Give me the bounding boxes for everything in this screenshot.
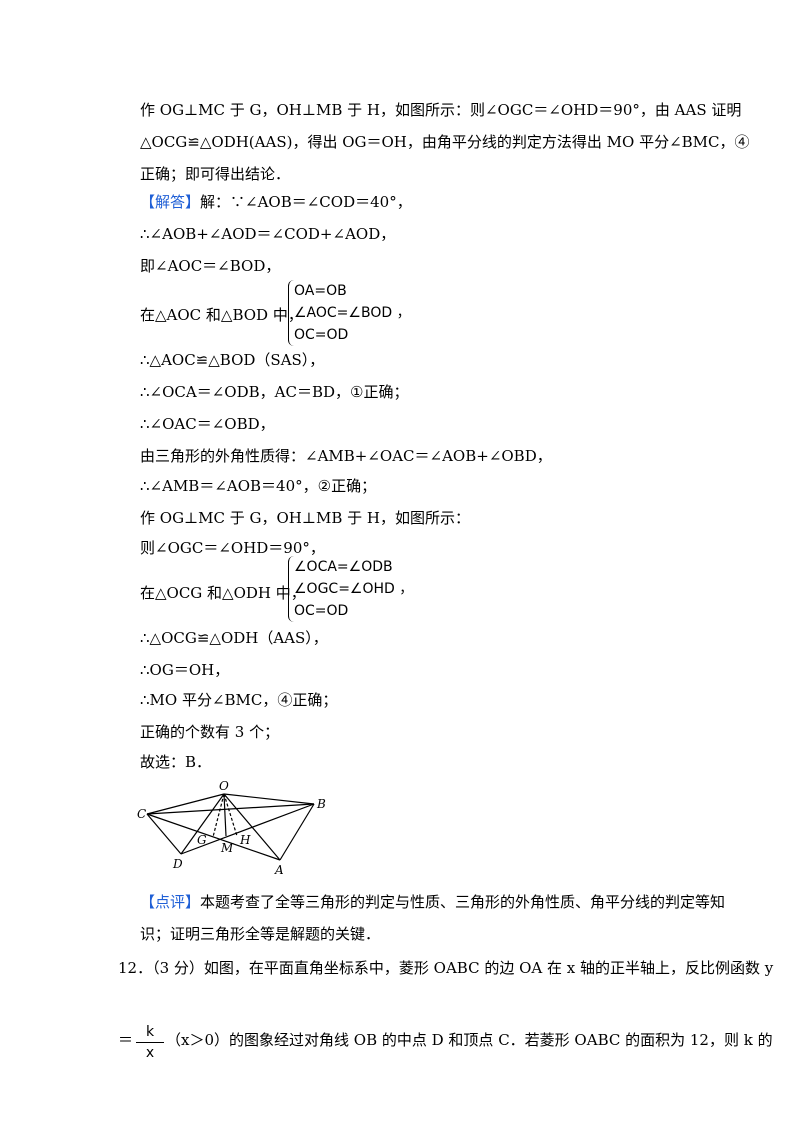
system-2-row-3: OC=OD (294, 603, 349, 619)
answer-tag: 【解答】 (140, 193, 201, 211)
segment-cb (146, 803, 315, 815)
system-1-row-2: ∠AOC=∠BOD ， (294, 302, 411, 324)
answer-text: 解：∵∠AOB＝∠COD＝40°， (200, 193, 412, 211)
line-9: ∴∠OCA＝∠ODB，AC＝BD，①正确； (140, 383, 409, 401)
system-2-row-2: ∠OGC=∠OHD ， (294, 578, 413, 600)
segment-cd (146, 813, 182, 855)
segment-ca (146, 813, 281, 861)
label-a: A (274, 863, 284, 877)
line-14: 则∠OGC＝∠OHD＝90°， (140, 539, 325, 557)
system-2-row-2-text: ∠OGC=∠OHD (294, 581, 395, 597)
label-b: B (316, 797, 326, 811)
fraction-denominator: x (145, 1045, 155, 1061)
line-2: △OCG≌△ODH(AAS)，得出 OG＝OH，由角平分线的判定方法得出 MO … (140, 133, 750, 151)
line-3: 正确；即可得出结论． (140, 165, 291, 183)
segment-og (212, 793, 225, 838)
answer-line: 【解答】解：∵∠AOB＝∠COD＝40°， (140, 192, 412, 212)
line-19: 正确的个数有 3 个； (140, 723, 280, 741)
geometry-figure: O C B G H M D A (137, 779, 326, 877)
system-1-brace (288, 280, 295, 346)
segment-co (146, 793, 225, 815)
segment-db (180, 803, 315, 855)
question-12-eq-sign: ＝ (118, 1031, 134, 1049)
segment-oh (223, 793, 238, 837)
line-1: 作 OG⊥MC 于 G，OH⊥MB 于 H，如图所示：则∠OGC＝∠OHD＝90… (140, 101, 742, 119)
fraction-k-over-x: k x (136, 1024, 164, 1061)
label-g: G (197, 833, 207, 847)
label-c: C (137, 807, 146, 821)
question-12-line-1: 12．（3 分）如图，在平面直角坐标系中，菱形 OABC 的边 OA 在 x 轴… (118, 959, 774, 977)
label-d: D (172, 857, 183, 871)
system-2-comma: ， (399, 581, 414, 597)
line-16: ∴△OCG≌△ODH（AAS）， (140, 629, 328, 647)
comment-text: 本题考查了全等三角形的判定与性质、三角形的外角性质、角平分线的判定等知 (200, 893, 726, 911)
system-1-label: 在△AOC 和△BOD 中， (140, 306, 303, 324)
segment-oa (223, 793, 281, 861)
fraction-bar (136, 1042, 164, 1043)
label-h: H (239, 833, 251, 847)
line-22: 识；证明三角形全等是解题的关键． (140, 925, 381, 943)
line-18: ∴MO 平分∠BMC，④正确； (140, 691, 338, 709)
line-10: ∴∠OAC＝∠OBD， (140, 415, 275, 433)
system-1-row-2-text: ∠AOC=∠BOD (294, 305, 393, 321)
line-13: 作 OG⊥MC 于 G，OH⊥MB 于 H，如图所示： (140, 509, 470, 527)
line-20: 故选：B． (140, 753, 212, 771)
segment-od (180, 793, 225, 855)
system-2-row-1: ∠OCA=∠ODB (294, 559, 393, 575)
system-1-comma: ， (396, 305, 411, 321)
line-5: ∴∠AOB+∠AOD＝∠COD+∠AOD， (140, 225, 396, 243)
line-11: 由三角形的外角性质得：∠AMB+∠OAC＝∠AOB+∠OBD， (140, 447, 552, 465)
comment-tag: 【点评】 (140, 893, 201, 911)
line-8: ∴△AOC≌△BOD（SAS）， (140, 351, 325, 369)
system-2-label: 在△OCG 和△ODH 中， (140, 584, 306, 602)
system-1-row-3: OC=OD (294, 327, 349, 343)
label-o: O (219, 779, 229, 793)
system-1-row-1: OA=OB (294, 283, 347, 299)
line-6: 即∠AOC＝∠BOD， (140, 257, 281, 275)
label-m: M (220, 841, 234, 855)
comment-line: 【点评】本题考查了全等三角形的判定与性质、三角形的外角性质、角平分线的判定等知 (140, 892, 725, 912)
system-2-brace (288, 556, 295, 622)
fraction-numerator: k (145, 1024, 155, 1040)
segment-om (223, 793, 227, 837)
segment-ob (223, 793, 315, 805)
segment-ba (279, 803, 315, 861)
line-12: ∴∠AMB＝∠AOB＝40°，②正确； (140, 477, 377, 495)
line-17: ∴OG＝OH， (140, 661, 230, 679)
question-12-line-2: （x＞0）的图象经过对角线 OB 的中点 D 和顶点 C．若菱形 OABC 的面… (166, 1031, 773, 1049)
